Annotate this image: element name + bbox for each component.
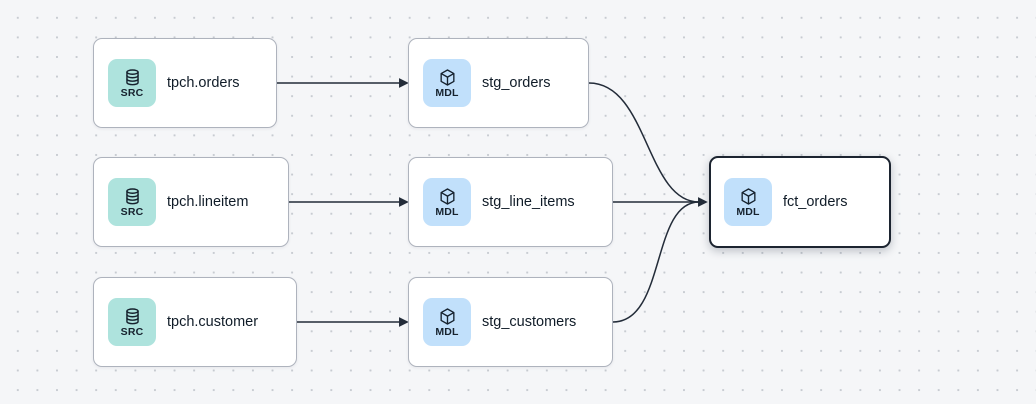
node-label: tpch.lineitem — [167, 194, 249, 210]
node-stg-orders[interactable]: MDL stg_orders — [408, 38, 589, 128]
node-label: tpch.orders — [167, 75, 240, 91]
database-icon — [125, 308, 139, 325]
edge-stg-customers-to-fct-orders — [612, 201, 700, 323]
model-badge: MDL — [423, 178, 471, 226]
badge-label: SRC — [120, 205, 144, 218]
node-label: stg_orders — [482, 75, 551, 91]
database-icon — [125, 188, 139, 205]
database-icon — [125, 69, 139, 86]
node-label: stg_line_items — [482, 194, 575, 210]
node-tpch-customer[interactable]: SRC tpch.customer — [93, 277, 297, 367]
badge-label: SRC — [120, 86, 144, 99]
node-fct-orders[interactable]: MDL fct_orders — [709, 156, 891, 248]
node-label: tpch.customer — [167, 314, 259, 330]
source-badge: SRC — [108, 298, 156, 346]
model-badge: MDL — [724, 178, 772, 226]
source-badge: SRC — [108, 178, 156, 226]
badge-label: MDL — [435, 86, 459, 99]
node-stg-line-items[interactable]: MDL stg_line_items — [408, 157, 613, 247]
badge-label: SRC — [120, 325, 144, 338]
cube-icon — [439, 69, 455, 86]
cube-icon — [740, 188, 756, 205]
source-badge: SRC — [108, 59, 156, 107]
badge-label: MDL — [435, 325, 459, 338]
node-label: fct_orders — [783, 194, 848, 210]
node-stg-customers[interactable]: MDL stg_customers — [408, 277, 613, 367]
node-tpch-orders[interactable]: SRC tpch.orders — [93, 38, 277, 128]
cube-icon — [439, 188, 455, 205]
model-badge: MDL — [423, 59, 471, 107]
cube-icon — [439, 308, 455, 325]
node-tpch-lineitem[interactable]: SRC tpch.lineitem — [93, 157, 289, 247]
model-badge: MDL — [423, 298, 471, 346]
badge-label: MDL — [736, 205, 760, 218]
node-label: stg_customers — [482, 314, 577, 330]
badge-label: MDL — [435, 205, 459, 218]
